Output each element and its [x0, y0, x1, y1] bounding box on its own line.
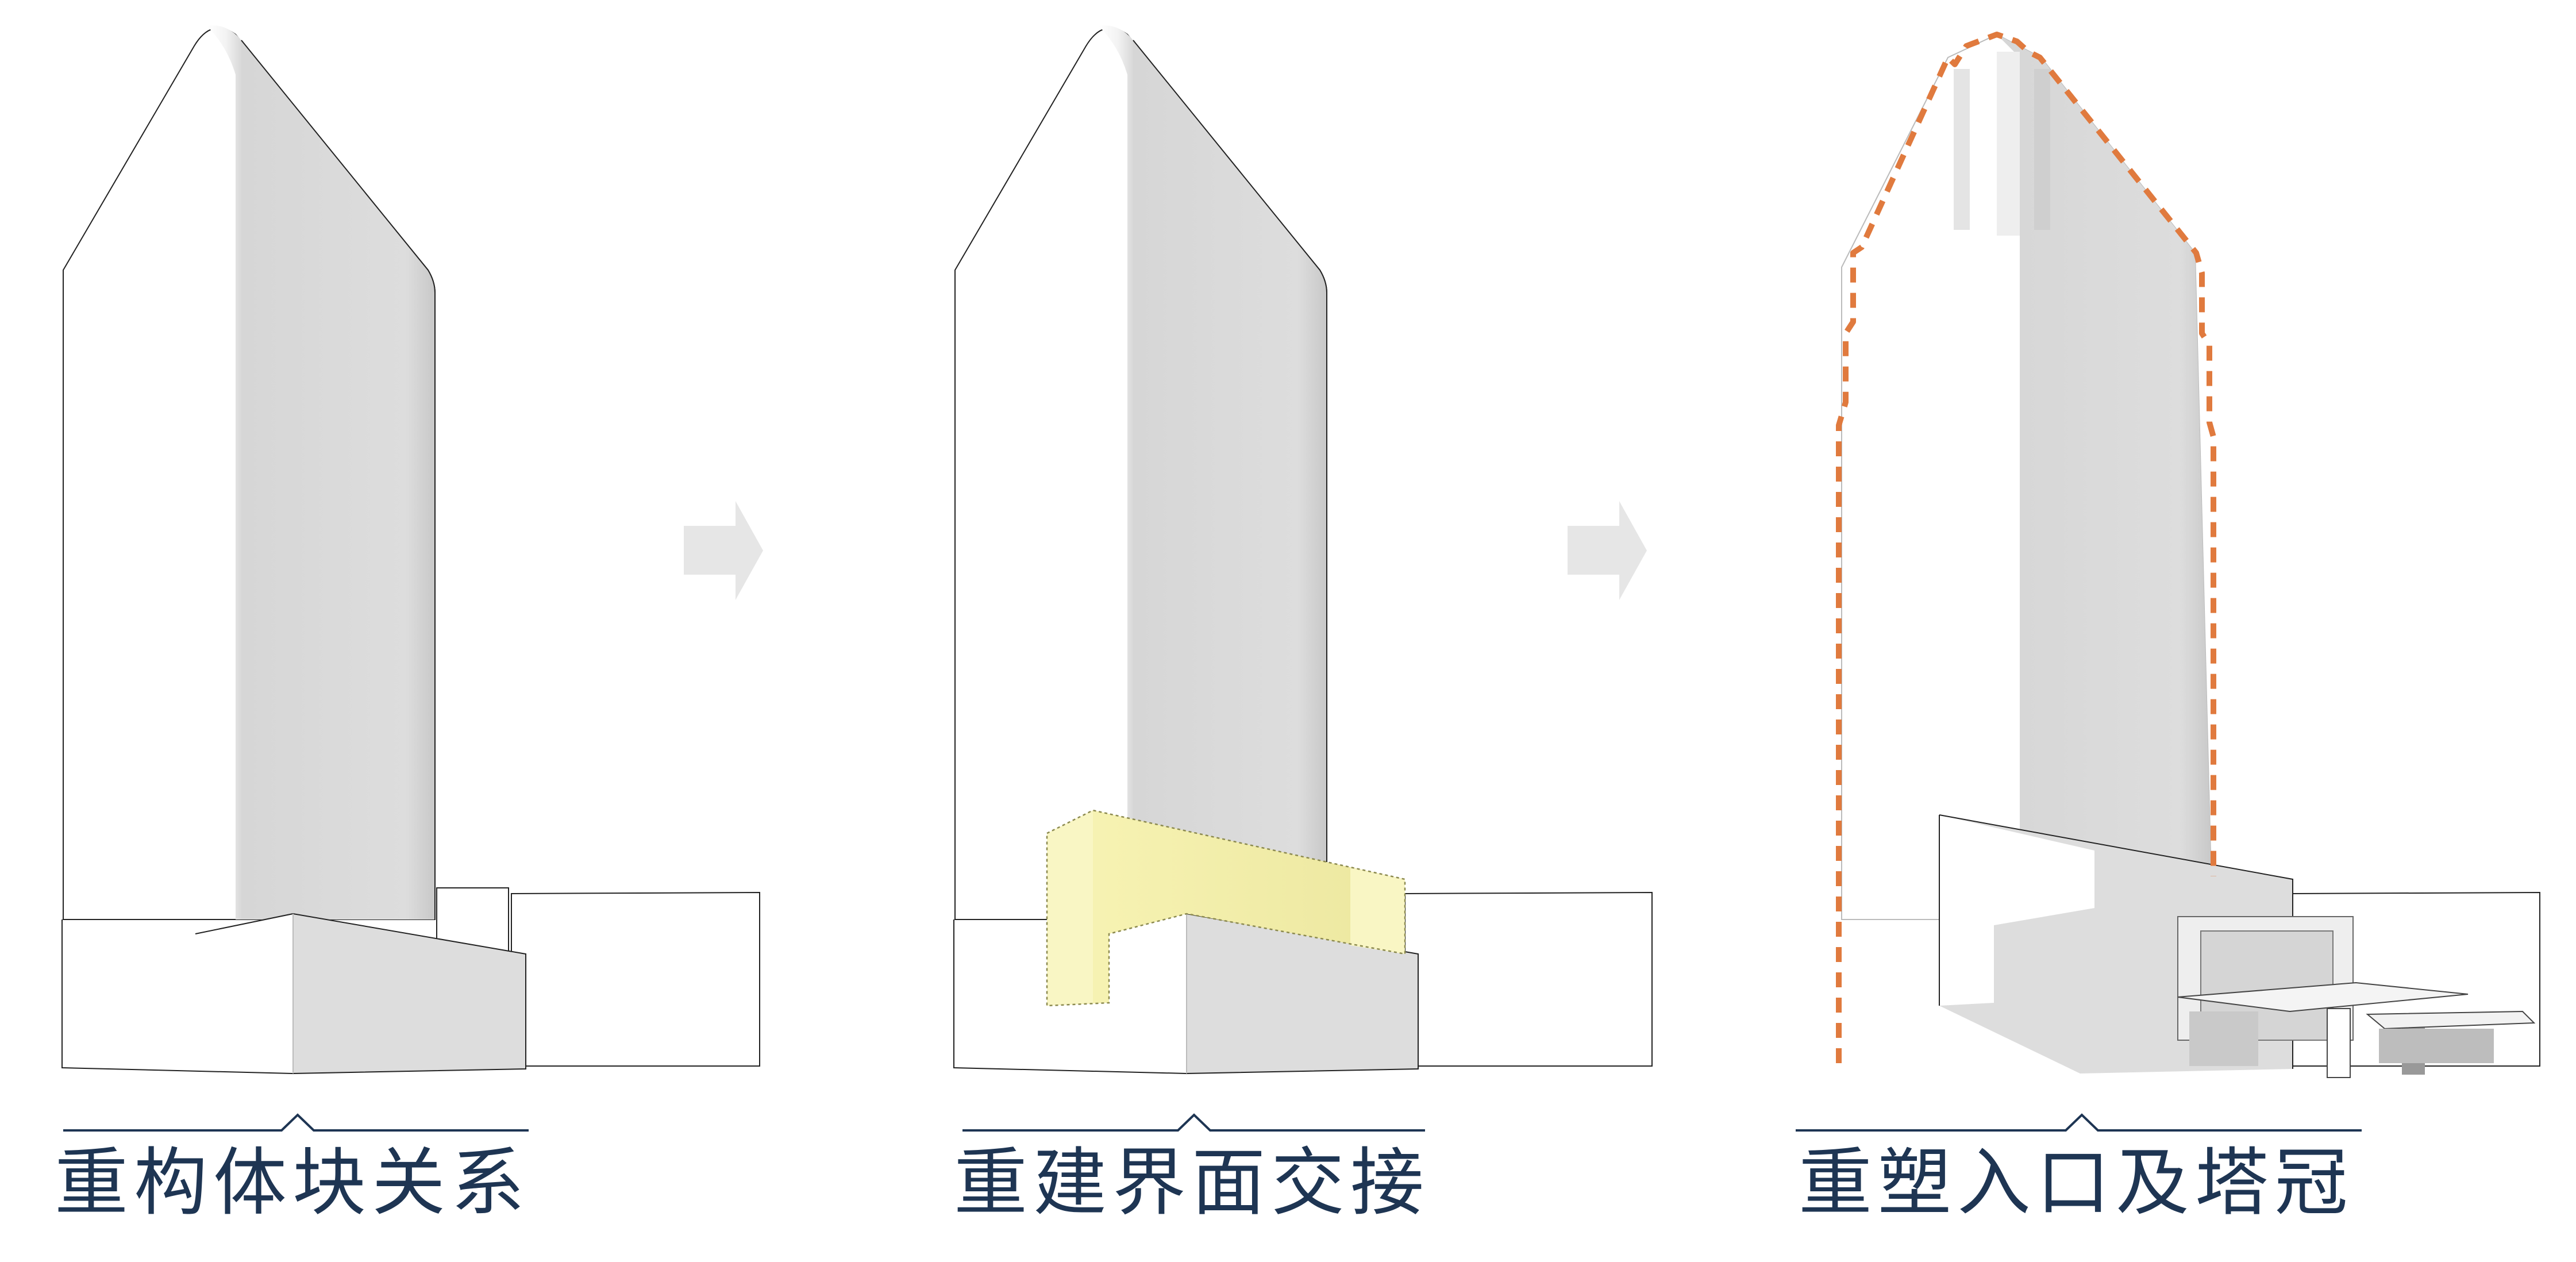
tower — [954, 25, 1327, 920]
podium-right — [1404, 891, 1653, 1067]
entrance-canopy — [2177, 916, 2536, 1078]
caption-underline-2 — [962, 1113, 1425, 1132]
right-arrow-icon — [684, 501, 763, 600]
dashed-silhouette-outline — [1836, 32, 2216, 1063]
highlight-interface-band — [1046, 809, 1406, 1007]
stage-caption-1: 重构体块关系 — [55, 1140, 531, 1226]
caption-underline-3 — [1796, 1113, 2362, 1132]
stage-1-model — [61, 25, 760, 1075]
right-arrow-icon — [1568, 501, 1647, 600]
caption-underline-1 — [63, 1113, 529, 1132]
stage-2-model — [953, 25, 1653, 1075]
stage-caption-2: 重建界面交接 — [954, 1140, 1430, 1226]
podium-front — [61, 913, 526, 1075]
tower — [1841, 33, 2213, 920]
tower — [63, 25, 436, 920]
stage-3-model — [1836, 32, 2540, 1078]
stage-caption-3: 重塑入口及塔冠 — [1799, 1140, 2354, 1226]
podium-right — [436, 887, 760, 1067]
